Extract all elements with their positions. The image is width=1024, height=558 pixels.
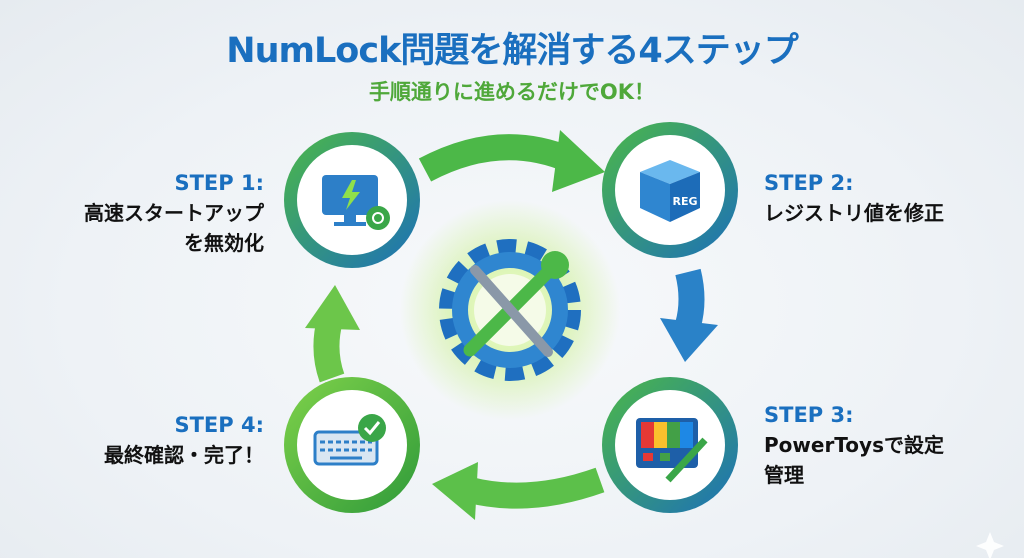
powertoys-icon (636, 418, 708, 483)
step4-circle (284, 377, 420, 513)
step2-circle: REG (602, 122, 738, 258)
arrow-step4-to-1 (305, 285, 360, 383)
page-title: NumLock問題を解消する4ステップ (226, 31, 798, 71)
step1-title: STEP 1: (174, 171, 264, 195)
step1-desc-line2: を無効化 (184, 231, 264, 255)
step1-label: STEP 1: 高速スタートアップ を無効化 (20, 168, 264, 258)
step4-label: STEP 4: 最終確認・完了！ (20, 410, 264, 470)
registry-cube-icon: REG (640, 160, 700, 222)
monitor-power-icon (322, 175, 390, 230)
step2-label: STEP 2: レジストリ値を修正 (764, 168, 1014, 228)
page-subtitle: 手順通りに進めるだけでOK！ (368, 80, 656, 104)
step3-title: STEP 3: (764, 403, 854, 427)
step3-desc-line2: 管理 (764, 463, 804, 487)
arrow-step2-to-3 (660, 268, 718, 362)
keyboard-check-icon (313, 414, 386, 466)
step3-label: STEP 3: PowerToysで設定 管理 (764, 400, 1014, 490)
sparkle-icon (976, 532, 1004, 558)
arrow-step1-to-2 (418, 130, 605, 192)
arrow-step3-to-4 (432, 462, 605, 520)
step1-circle (284, 132, 420, 268)
step3-desc-line1: PowerToysで設定 (764, 433, 944, 457)
gear-wrench-icon (439, 239, 581, 381)
step3-circle (602, 377, 738, 513)
step4-desc-line1: 最終確認・完了！ (104, 443, 264, 467)
step2-title: STEP 2: (764, 171, 854, 195)
reg-label: REG (672, 195, 697, 208)
step1-desc-line1: 高速スタートアップ (84, 201, 264, 225)
step4-title: STEP 4: (174, 413, 264, 437)
step2-desc-line1: レジストリ値を修正 (764, 201, 944, 225)
